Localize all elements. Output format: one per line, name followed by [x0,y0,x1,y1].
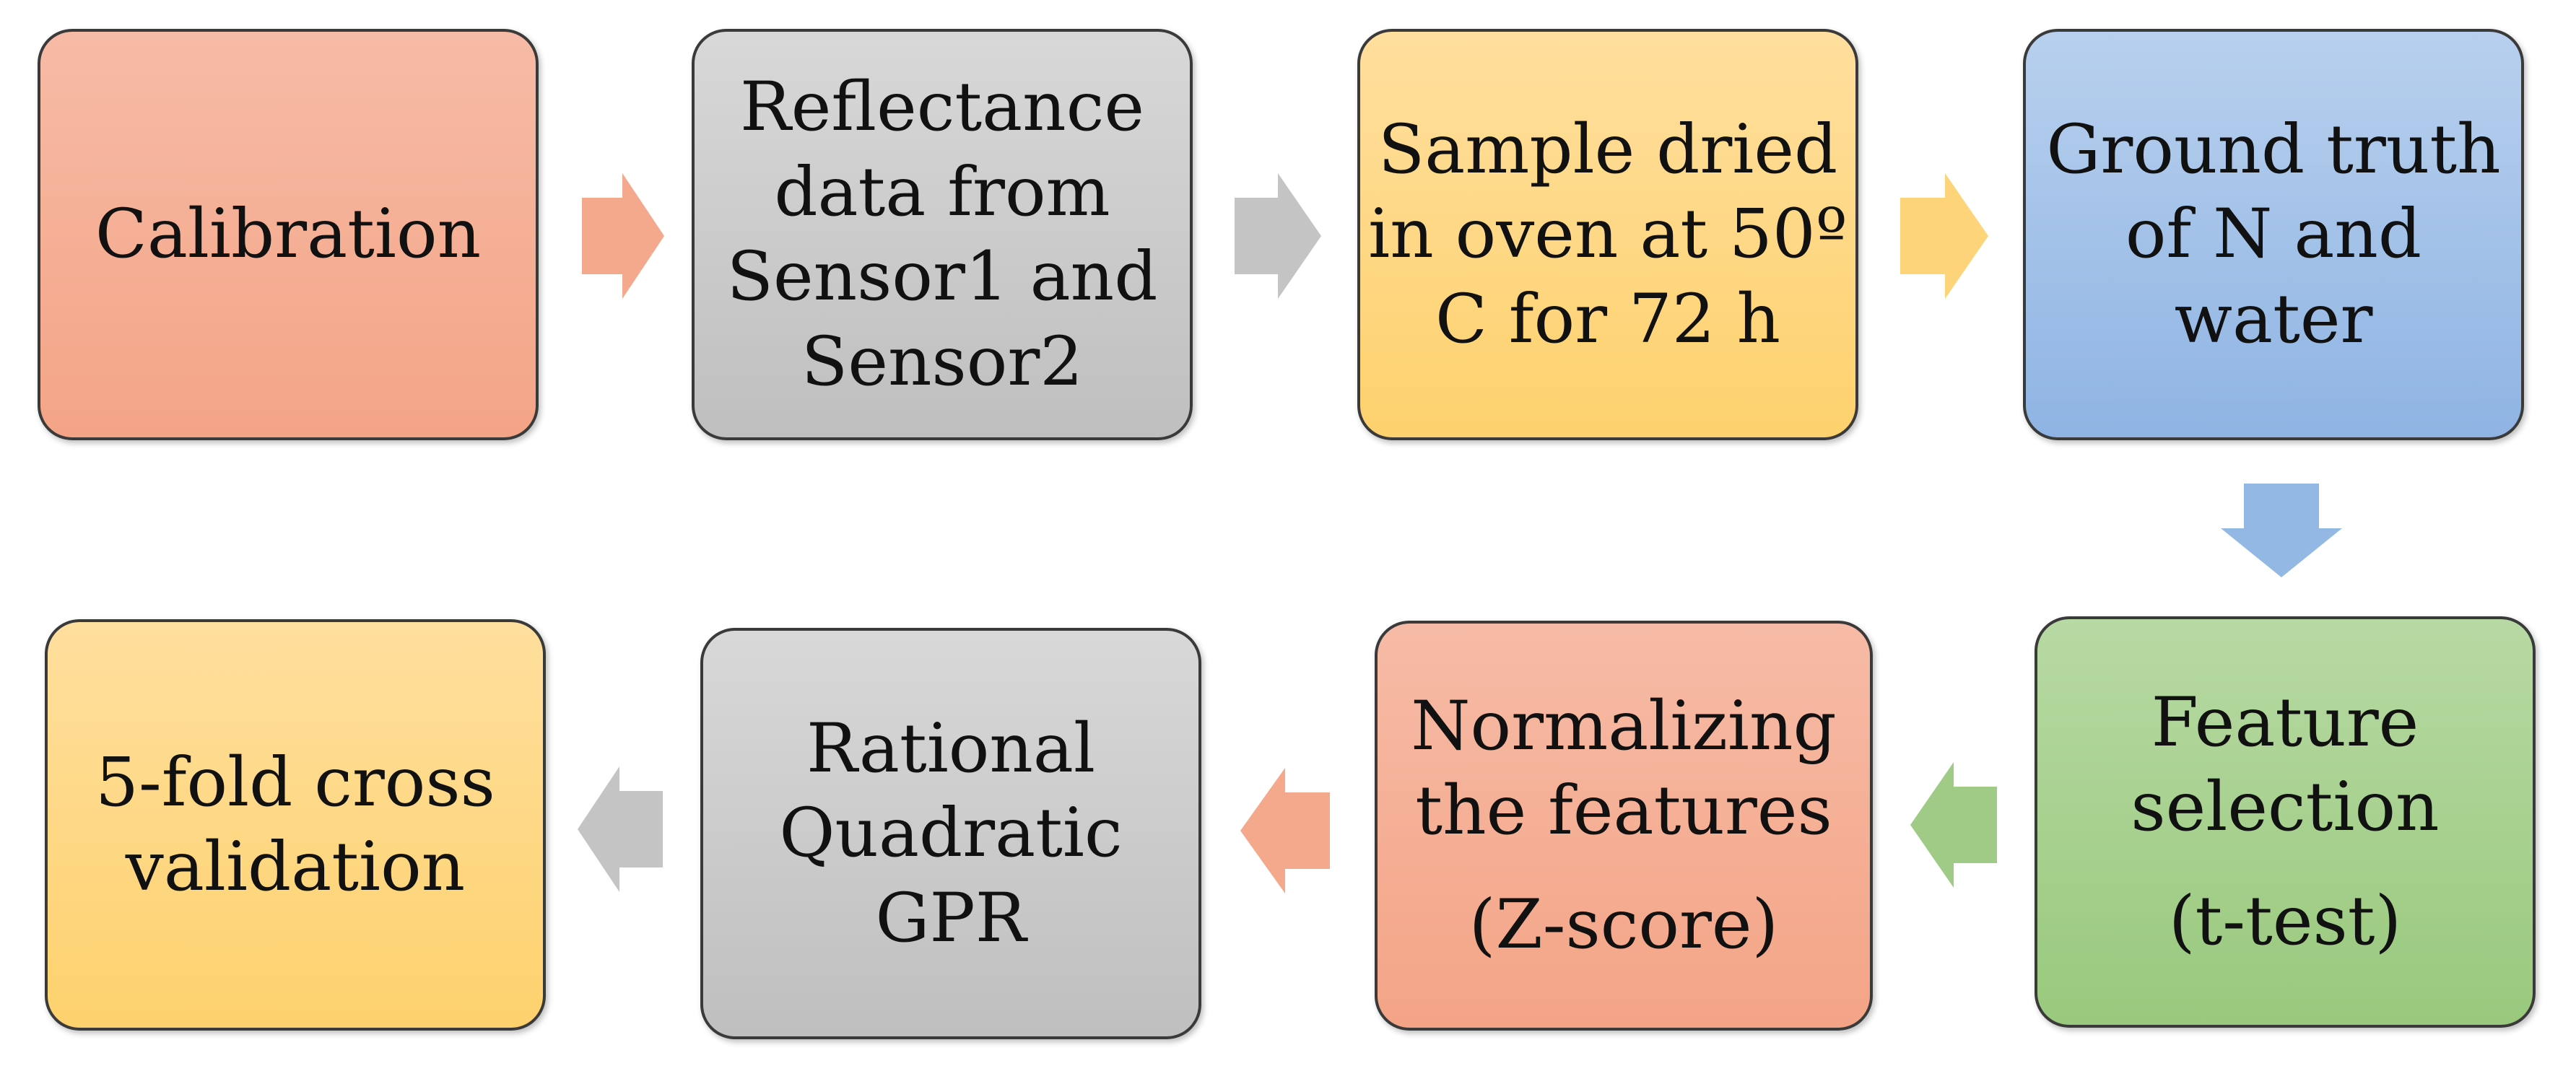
arrow-right-icon [1235,173,1321,299]
step-ground-truth-line-2: of N and [2125,195,2422,274]
step-calibration-line-1: Calibration [95,195,482,274]
step-reflectance-line-1: Reflectance [739,68,1144,147]
arrow-down-icon [2221,484,2342,577]
step-sample-dried: Sample dried in oven at 50º C for 72 h [1357,29,1858,440]
step-calibration: Calibration [38,29,539,440]
step-ground-truth: Ground truth of N and water [2023,29,2524,440]
step-normalizing: Normalizing the features (Z-score) [1375,621,1873,1031]
arrow-right-icon [1900,173,1988,299]
step-cross-validation-line-2: validation [125,828,466,906]
arrow-left-icon [578,766,663,892]
step-feature-selection-line-1: Feature [2151,683,2419,762]
step-gpr-line-1: Rational [806,709,1096,788]
step-gpr-line-2: Quadratic [779,794,1123,873]
step-cross-validation: 5-fold cross validation [45,619,546,1031]
step-normalizing-note: (Z-score) [1468,885,1779,964]
step-gpr-line-3: GPR [875,878,1027,958]
step-reflectance-line-2: data from [774,152,1110,232]
arrow-left-icon [1240,768,1330,893]
step-ground-truth-line-1: Ground truth [2046,110,2501,189]
step-feature-selection: Feature selection (t-test) [2035,616,2536,1028]
step-reflectance-line-3: Sensor1 and [726,237,1158,316]
arrow-left-icon [1910,762,1997,888]
step-normalizing-line-1: Normalizing [1411,686,1837,766]
step-normalizing-line-2: the features [1415,771,1832,851]
arrow-right-icon [582,173,664,299]
step-sample-dried-line-3: C for 72 h [1435,279,1781,359]
step-ground-truth-line-3: water [2174,279,2373,359]
step-feature-selection-note: (t-test) [2168,881,2402,961]
step-feature-selection-line-2: selection [2131,768,2440,847]
step-reflectance-line-4: Sensor2 [801,322,1084,401]
step-reflectance-data: Reflectance data from Sensor1 and Sensor… [692,29,1193,440]
step-gpr: Rational Quadratic GPR [700,628,1201,1039]
step-cross-validation-line-1: 5-fold cross [95,743,495,822]
step-sample-dried-line-1: Sample dried [1378,110,1838,189]
step-sample-dried-line-2: in oven at 50º [1368,195,1848,274]
